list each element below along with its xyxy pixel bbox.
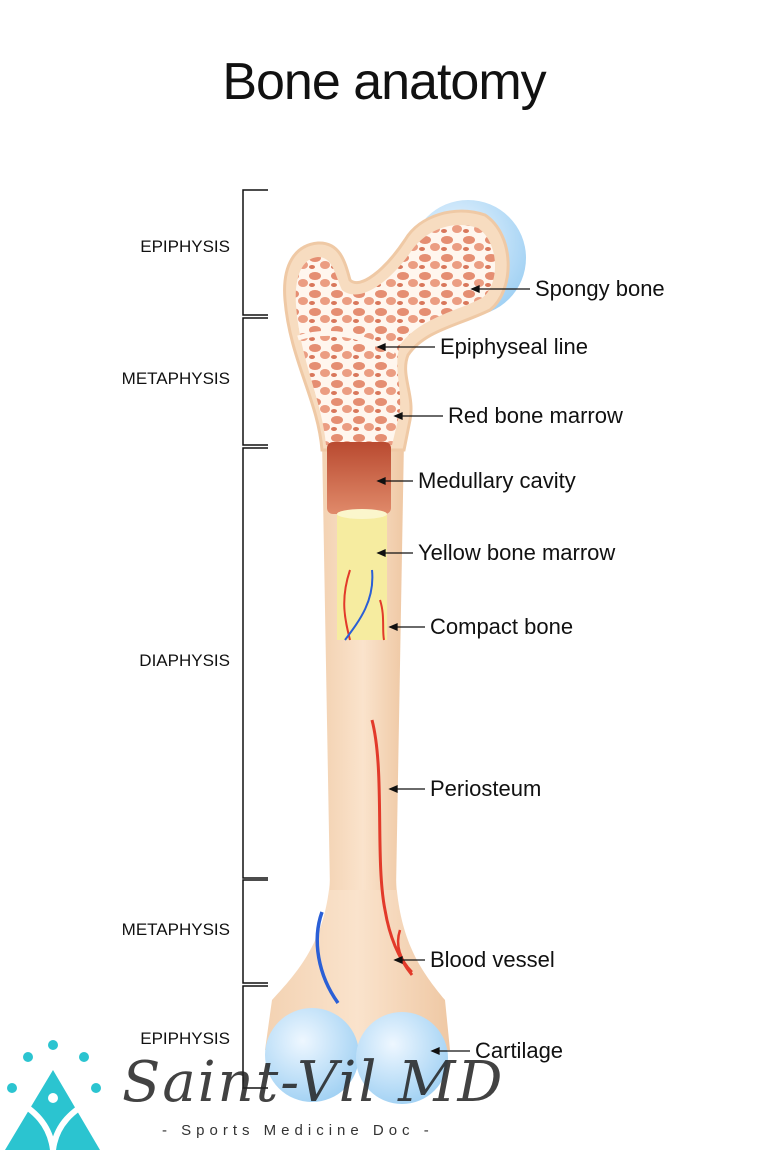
label-periosteum: Periosteum <box>430 776 542 801</box>
region-metaphysis-distal: METAPHYSIS <box>121 920 230 939</box>
region-epiphysis-proximal: EPIPHYSIS <box>140 237 230 256</box>
medial-condyle-cartilage <box>265 1008 359 1102</box>
label-blood-vessel: Blood vessel <box>430 947 555 972</box>
label-red-bone-marrow: Red bone marrow <box>448 403 623 428</box>
lateral-condyle-cartilage <box>356 1012 448 1104</box>
marrow-top <box>337 509 387 519</box>
yellow-bone-marrow <box>337 514 387 640</box>
vein <box>315 911 340 1005</box>
region-metaphysis-proximal: METAPHYSIS <box>121 369 230 388</box>
logo-icon <box>5 1040 101 1151</box>
label-cartilage: Cartilage <box>475 1038 564 1063</box>
artery-branch <box>396 929 413 973</box>
medullary-cavity <box>327 442 391 514</box>
spongy-bone <box>295 224 496 445</box>
label-medullary-cavity: Medullary cavity <box>418 468 576 493</box>
artery <box>370 719 414 976</box>
region-brackets <box>242 189 268 1089</box>
marrow-vein <box>344 569 374 641</box>
region-epiphysis-distal: EPIPHYSIS <box>140 1029 230 1048</box>
label-spongy-bone: Spongy bone <box>535 276 665 301</box>
logo-name: Saint-Vil MD <box>122 1050 505 1115</box>
label-compact-bone: Compact bone <box>430 614 574 639</box>
logo-tagline: - Sports Medicine Doc - <box>162 1122 434 1139</box>
label-yellow-bone-marrow: Yellow bone marrow <box>418 540 616 565</box>
label-epiphyseal-line: Epiphyseal line <box>440 334 588 359</box>
label-arrows <box>376 285 530 1055</box>
page-title: Bone anatomy <box>222 53 546 111</box>
region-diaphysis: DIAPHYSIS <box>139 651 230 670</box>
marrow-artery-2 <box>379 599 385 641</box>
distal-end <box>265 880 450 1050</box>
